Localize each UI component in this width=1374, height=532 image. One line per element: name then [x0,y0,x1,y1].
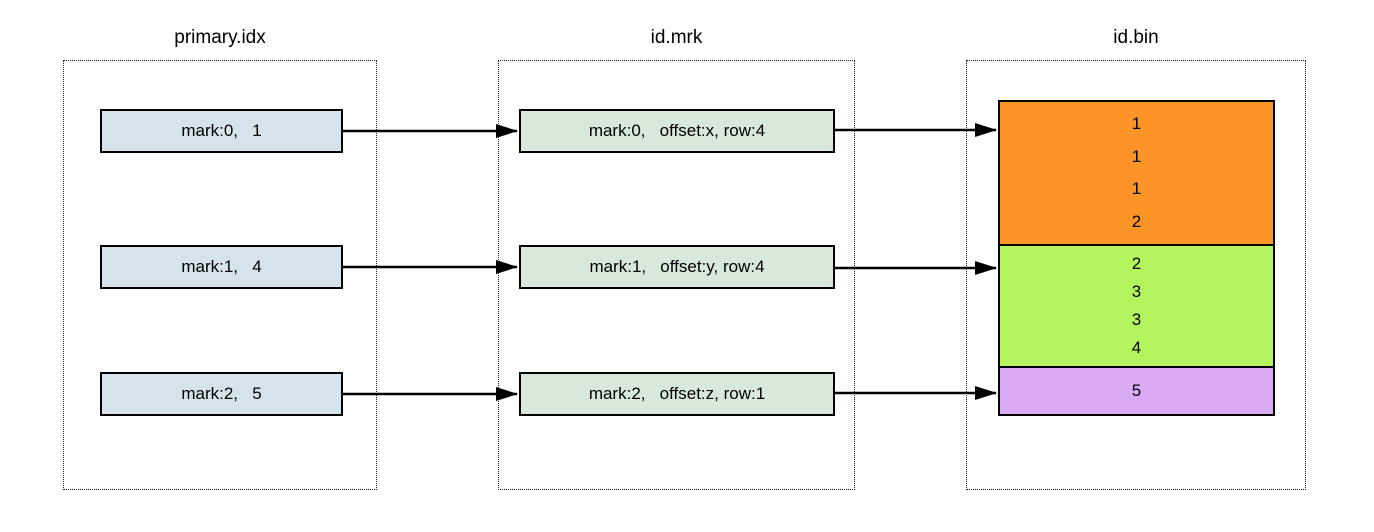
bin-value: 1 [1131,179,1142,199]
primary-idx-entry-mark1: mark:1, 4 [100,245,343,289]
bin-value: 2 [1131,211,1142,231]
bin-value: 3 [1131,282,1142,301]
bin-value: 4 [1131,338,1142,357]
id-mrk-entry-mark2: mark:2, offset:z, row:1 [519,372,835,416]
id-bin-container [966,60,1306,490]
id-mrk-title: id.mrk [650,27,703,48]
bin-granule-1: 2 3 3 4 [998,244,1275,368]
bin-granule-2: 5 [998,366,1275,416]
bin-value: 1 [1131,114,1142,134]
id-mrk-container [498,60,855,490]
primary-idx-entry-mark0: mark:0, 1 [100,109,343,153]
bin-value: 2 [1131,254,1142,273]
bin-value: 3 [1131,310,1142,329]
id-bin-title: id.bin [1113,27,1159,48]
primary-idx-title: primary.idx [174,27,266,48]
id-mrk-entry-mark1: mark:1, offset:y, row:4 [519,245,835,289]
bin-value: 1 [1131,146,1142,166]
primary-idx-entry-mark2: mark:2, 5 [100,372,343,416]
bin-value: 5 [1131,381,1142,400]
bin-granule-0: 1 1 1 2 [998,100,1275,246]
primary-idx-container [63,60,377,490]
id-mrk-entry-mark0: mark:0, offset:x, row:4 [519,109,835,153]
